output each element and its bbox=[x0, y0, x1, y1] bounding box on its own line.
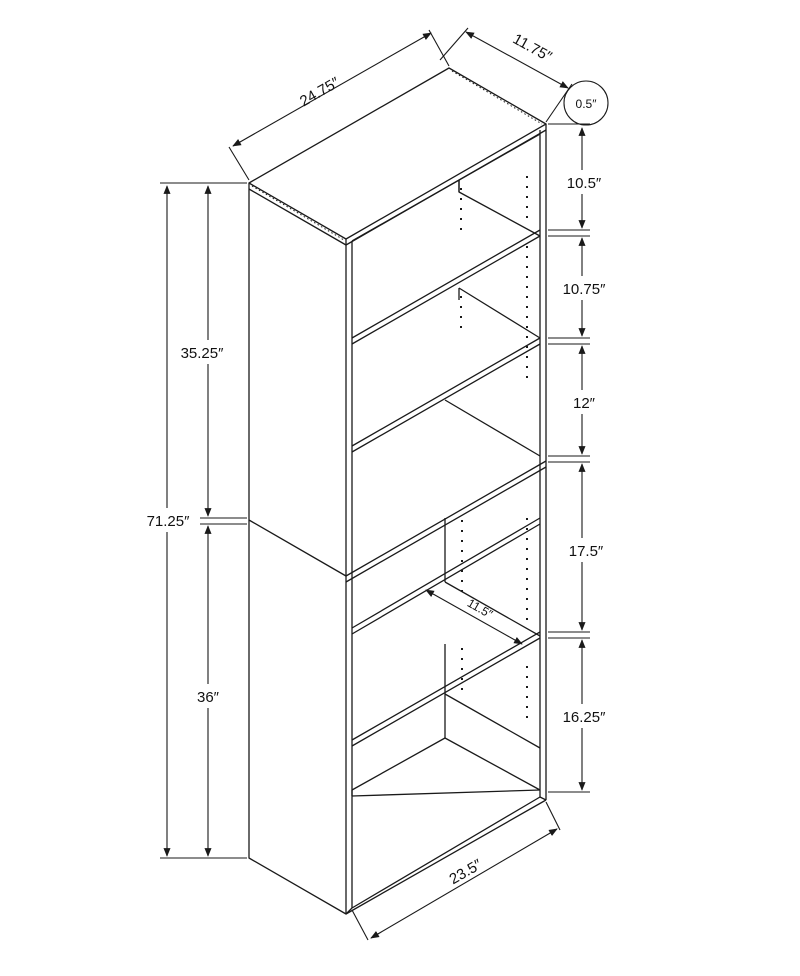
thickness-callout-circle bbox=[563, 80, 609, 126]
label-lower-height: 36″ bbox=[197, 689, 220, 706]
label-shelf-4: 17.5″ bbox=[569, 543, 604, 560]
shelf-1 bbox=[351, 180, 541, 345]
left-side-lower bbox=[248, 526, 347, 915]
shelf-5 bbox=[351, 631, 541, 749]
dimension-labels: 24.75″ 11.75″ 0.5″ 10.5″ 10.75″ 12″ 17.5… bbox=[147, 31, 607, 889]
shelves bbox=[351, 133, 541, 797]
label-shelf-3: 12″ bbox=[573, 395, 596, 412]
label-panel-thickness: 0.5″ bbox=[576, 97, 598, 111]
shelf-bottom bbox=[351, 737, 541, 791]
shelf-pin-holes bbox=[460, 176, 528, 726]
label-total-height: 71.25″ bbox=[147, 513, 191, 530]
label-shelf-5: 16.25″ bbox=[563, 709, 607, 726]
label-upper-height: 35.25″ bbox=[181, 345, 225, 362]
label-shelf-1: 10.5″ bbox=[567, 175, 602, 192]
label-shelf-2: 10.75″ bbox=[563, 281, 607, 298]
label-depth-top: 11.75″ bbox=[510, 31, 555, 66]
label-shelf-depth: 11.5″ bbox=[465, 596, 496, 622]
left-side-upper bbox=[248, 189, 347, 577]
top-panel bbox=[248, 67, 547, 240]
top-panel-edge bbox=[248, 129, 547, 246]
unit-joint bbox=[345, 460, 547, 583]
label-width-top: 24.75″ bbox=[297, 74, 343, 110]
bottom-panel bbox=[345, 796, 547, 915]
bookcase-body bbox=[248, 67, 547, 915]
shelf-3-back bbox=[444, 399, 541, 457]
shelf-4 bbox=[351, 517, 541, 637]
label-width-bottom: 23.5″ bbox=[447, 856, 486, 888]
shelf-2 bbox=[351, 287, 541, 453]
